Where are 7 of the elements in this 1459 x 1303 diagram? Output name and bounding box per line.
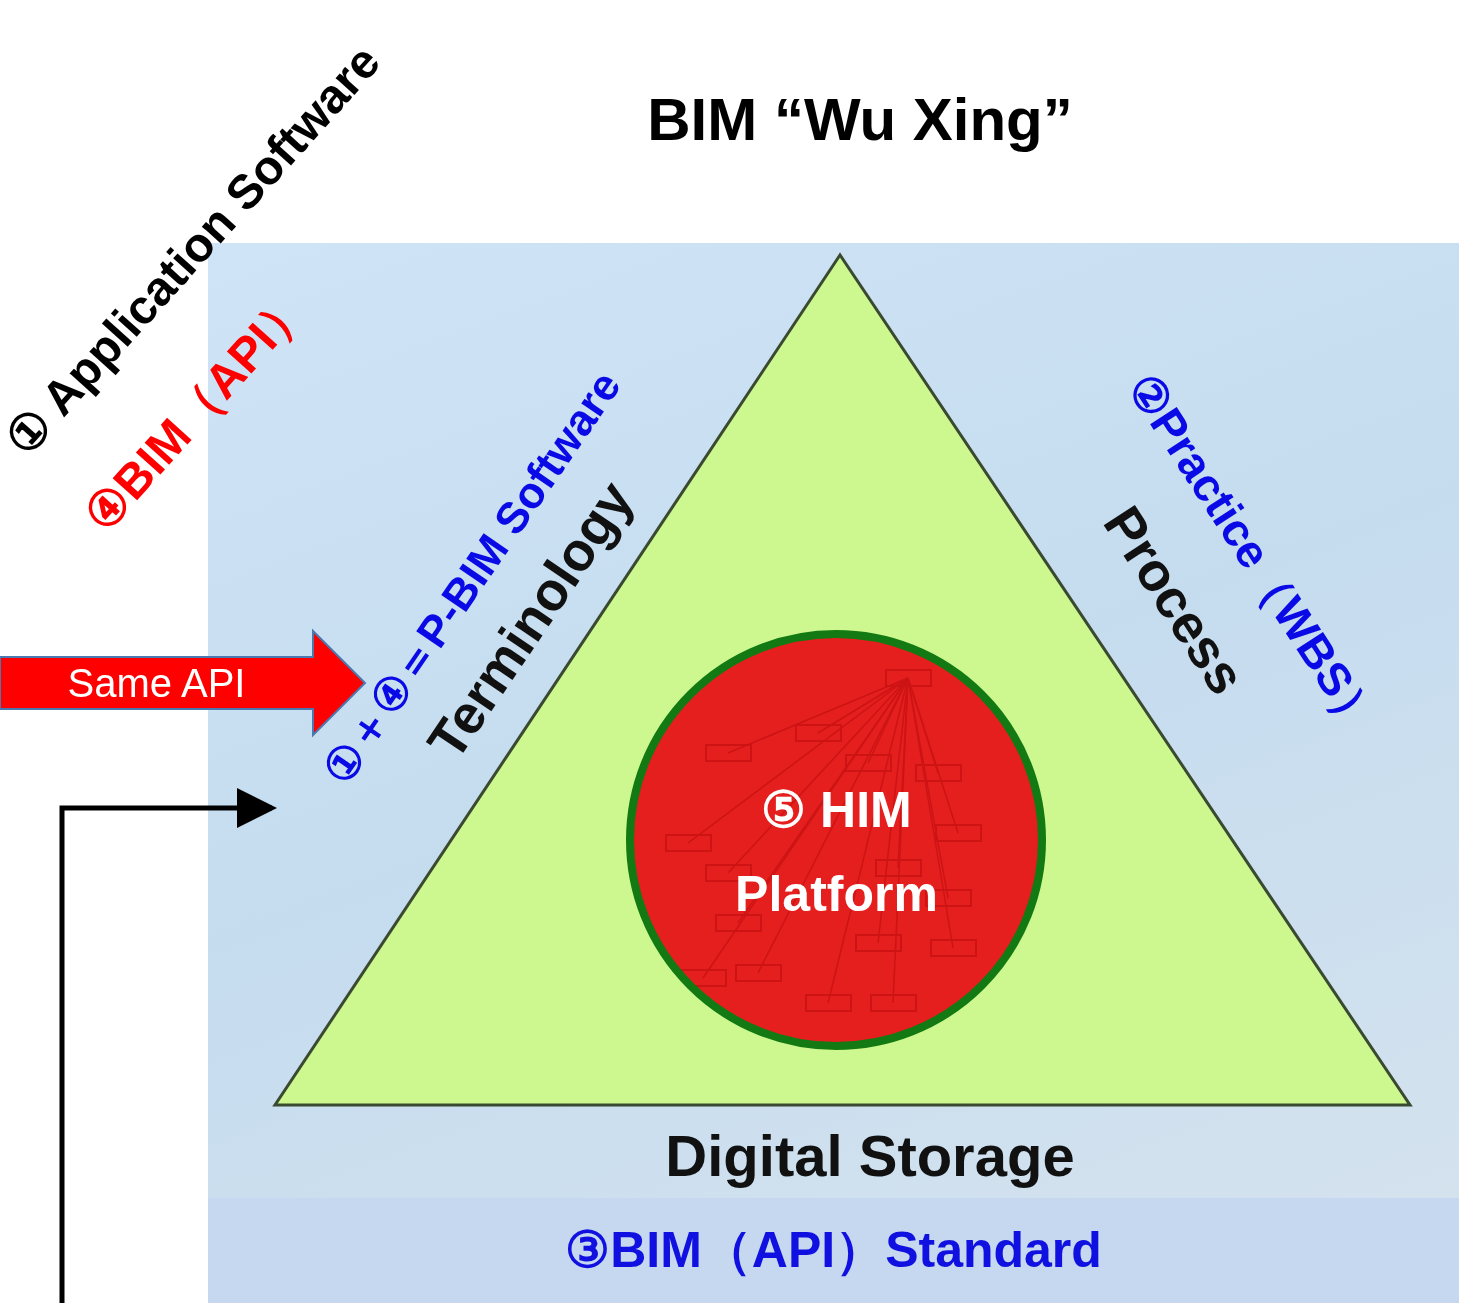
side-label: Digital Storage [665,1121,1075,1189]
standard-band: ③BIM（API）Standard [208,1198,1459,1303]
edge-label: Same API [67,660,246,706]
block-arrow [0,628,367,738]
diagram-title: BIM “Wu Xing” [646,85,1074,154]
connector-arrow [59,788,277,1303]
platform-label: ⑤ HIM Platform [734,781,939,924]
